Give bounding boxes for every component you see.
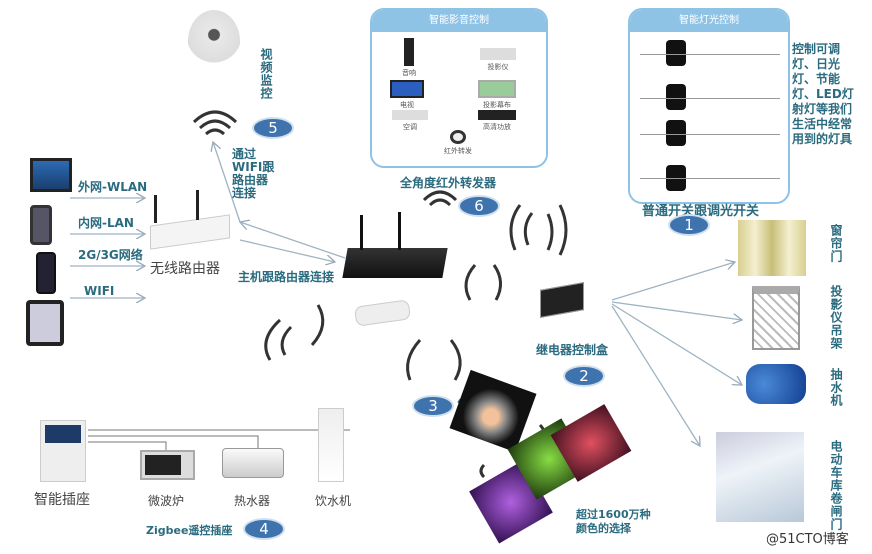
badge-5: 5 [252, 117, 294, 139]
device-screen: 投影幕布 [478, 80, 516, 110]
link-wlan: 外网-WLAN [78, 180, 148, 194]
projector-lift-image [752, 286, 800, 350]
device-speaker: 音响 [402, 38, 416, 78]
camera-image [188, 10, 240, 72]
iphone-image [36, 252, 56, 294]
microwave-image [140, 450, 195, 480]
badge-1: 1 [668, 214, 710, 236]
ipad-image [26, 300, 64, 346]
device-ir: 红外转发 [444, 130, 472, 156]
link-3g: 2G/3G网络 [78, 248, 143, 262]
device-ac: 空调 [392, 110, 428, 132]
device-microwave: 微波炉 [148, 494, 185, 508]
badge-2: 2 [563, 365, 605, 387]
pc-image [30, 158, 72, 192]
light-panel-title: 智能灯光控制 [630, 10, 788, 32]
device-socket: 智能插座 [34, 492, 90, 508]
ir-caption: 全角度红外转发器 [400, 176, 497, 190]
wifi-router-text: 通过WIFI跟路由器连接 [232, 147, 275, 200]
rgb-caption: 超过1600万种颜色的选择 [576, 508, 651, 535]
device-projector: 投影仪 [480, 48, 516, 72]
zigbee-caption: Zigbee遥控插座 [146, 524, 233, 537]
link-lan: 内网-LAN [78, 216, 134, 230]
curtain-image [738, 220, 806, 276]
router-label: 无线路由器 [150, 261, 220, 277]
device-heater: 热水器 [234, 494, 271, 508]
badge-4: 4 [243, 518, 285, 540]
link-wifi: WIFI [84, 284, 115, 298]
light-description: 控制可调灯、日光灯、节能灯、LED灯射灯等我们生活中经常用到的灯具 [792, 42, 854, 146]
garage-door-image [716, 432, 804, 522]
antenna [196, 190, 199, 220]
av-panel-title: 智能影音控制 [372, 10, 546, 32]
host-image [342, 248, 448, 278]
camera-label: 视频监控 [259, 48, 273, 100]
device-amplifier: 高清功放 [478, 110, 516, 132]
host-link-label: 主机跟路由器连接 [238, 270, 335, 284]
device-tv: 电视 [390, 80, 424, 110]
light-panel: 智能灯光控制 [628, 8, 790, 204]
target-curtain: 窗帘门 [829, 224, 843, 263]
target-projector-lift: 投影仪吊架 [829, 285, 843, 350]
target-garage-door: 电动车库卷闸门 [829, 440, 843, 531]
phone-image [30, 205, 52, 245]
pump-image [746, 364, 806, 404]
light-caption: 普通开关跟调光开关 [642, 204, 760, 219]
device-dispenser: 饮水机 [315, 494, 352, 508]
dispenser-image [318, 408, 344, 482]
antenna [154, 195, 157, 223]
water-heater-image [222, 448, 284, 478]
badge-3: 3 [412, 395, 454, 417]
watermark: @51CTO博客 [766, 532, 849, 547]
smart-socket-image [40, 420, 86, 482]
badge-6: 6 [458, 195, 500, 217]
av-panel: 智能影音控制 音响 投影仪 电视 投影幕布 空调 高清功放 红外转发 [370, 8, 548, 168]
target-pump: 抽水机 [829, 368, 843, 407]
relay-label: 继电器控制盒 [536, 343, 609, 357]
